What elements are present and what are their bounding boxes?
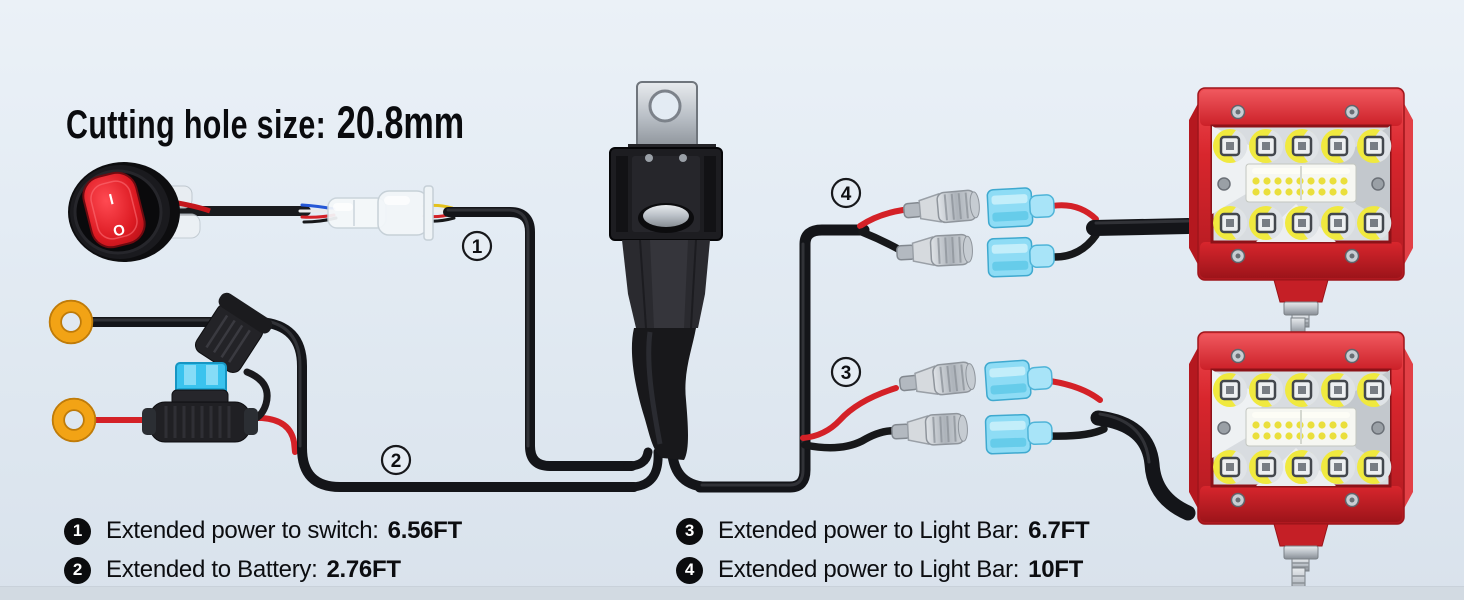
spade-connector-blue-icon	[986, 235, 1056, 278]
light-bar-icon	[1189, 332, 1413, 571]
spade-connector-blue-icon	[986, 185, 1056, 229]
rocker-switch-icon: I O	[68, 162, 211, 262]
bullet-connector-icon	[327, 185, 434, 241]
switch-off-mark: O	[111, 221, 127, 240]
spade-connector-metal-icon	[901, 188, 982, 227]
callout-2: 2	[380, 444, 412, 476]
wire-lightbar-top	[1048, 202, 1196, 261]
ring-terminal-icon	[53, 399, 96, 442]
legend-value: 6.56FT	[387, 517, 463, 544]
callout-4: 4	[830, 177, 862, 209]
legend-value: 2.76FT	[326, 556, 401, 583]
wire-lightbar-bottom	[1046, 378, 1196, 521]
title-label: Cutting hole size:	[66, 103, 327, 147]
legend-badge: 3	[676, 517, 703, 545]
spade-connector-metal-icon	[897, 360, 978, 400]
legend-value: 6.7FT	[1028, 517, 1090, 544]
callout-4-number: 4	[841, 184, 852, 205]
page-title: Cutting hole size:20.8mm	[66, 97, 464, 149]
relay-icon	[609, 81, 723, 460]
fuse-holder-icon	[142, 292, 273, 443]
legend-item: 4 Extended power to Light Bar: 10FT	[676, 556, 1089, 584]
callout-3-number: 3	[841, 363, 852, 384]
legend-label: Extended power to Light Bar:	[718, 556, 1020, 583]
legend-column-left: 1 Extended power to switch: 6.56FT 2 Ext…	[64, 517, 462, 584]
legend-item: 2 Extended to Battery: 2.76FT	[64, 556, 462, 584]
legend-label: Extended to Battery:	[106, 556, 318, 583]
spade-connector-blue-icon	[983, 357, 1054, 402]
spade-connector-metal-icon	[890, 412, 970, 448]
legend-label: Extended power to Light Bar:	[718, 517, 1020, 544]
legend-item: 3 Extended power to Light Bar: 6.7FT	[676, 517, 1090, 545]
wiring-harness	[85, 202, 1196, 521]
callout-3: 3	[830, 356, 862, 388]
legend-badge: 2	[64, 556, 91, 584]
switch-on-mark: I	[107, 191, 115, 209]
callout-1-number: 1	[472, 237, 483, 258]
bottom-strip	[0, 586, 1464, 600]
legend-value: 10FT	[1028, 556, 1083, 583]
legend-item: 1 Extended power to switch: 6.56FT	[64, 517, 462, 545]
callout-1: 1	[461, 230, 493, 262]
callout-2-number: 2	[391, 451, 402, 472]
legend-badge: 1	[64, 517, 91, 545]
legend-badge: 4	[676, 556, 703, 584]
spade-connector-metal-icon	[895, 233, 975, 269]
spade-connector-blue-icon	[984, 412, 1054, 455]
ring-terminal-icon	[50, 301, 93, 344]
title-value: 20.8mm	[336, 97, 465, 148]
legend-label: Extended power to switch:	[106, 517, 379, 544]
light-bar-icon	[1189, 88, 1413, 327]
wire-output-lead	[623, 207, 906, 493]
legend-column-right: 3 Extended power to Light Bar: 6.7FT 4 E…	[676, 517, 1090, 584]
